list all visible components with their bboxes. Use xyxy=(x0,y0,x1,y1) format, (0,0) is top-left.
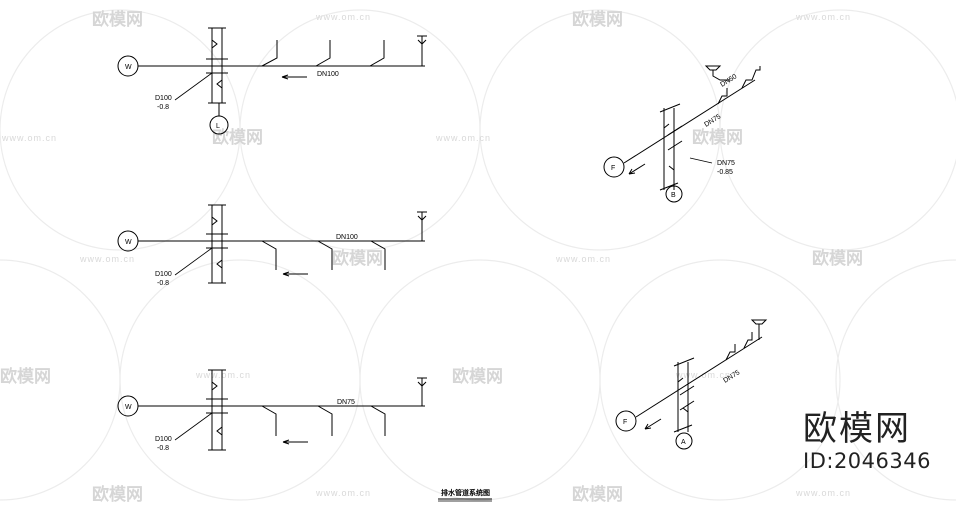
watermark-url: www.om.cn xyxy=(555,254,611,264)
watermark-brand: 欧模网 xyxy=(332,248,383,269)
wall-break-symbol xyxy=(673,357,695,433)
floor-drain-icon xyxy=(750,319,768,340)
outlet-label: W xyxy=(125,64,132,71)
dim-leader xyxy=(174,72,213,101)
watermark-url: www.om.cn xyxy=(315,12,371,22)
watermark-url: www.om.cn xyxy=(315,488,371,498)
pipe-size-label: D100 xyxy=(155,436,172,443)
main-pipe xyxy=(623,79,756,164)
elevation-label: -0.8 xyxy=(157,445,169,452)
watermark-brand: 欧模网 xyxy=(212,127,263,148)
branch-pipe xyxy=(317,405,333,436)
flow-arrow-icon xyxy=(628,163,646,175)
watermark-url: www.om.cn xyxy=(435,133,491,143)
flow-arrow-icon xyxy=(281,74,307,80)
outlet-label: W xyxy=(125,239,132,246)
wall-break-symbol xyxy=(208,204,226,284)
drain-diagram-5: F A DN75 xyxy=(615,319,768,450)
brand-mark: 欧模网 ID:2046346 xyxy=(803,410,943,474)
branch-pipe xyxy=(261,405,277,436)
watermarks: 欧模网 www.om.cn 欧模网 www.om.cn www.om.cn 欧模… xyxy=(0,9,863,505)
outlet-label: W xyxy=(125,404,132,411)
outlet-label: F xyxy=(611,165,615,172)
pipe-size-label: D100 xyxy=(155,271,172,278)
watermark-brand: 欧模网 xyxy=(572,484,623,505)
dim-leader xyxy=(174,247,213,276)
vent-cap-icon xyxy=(417,211,427,241)
flow-arrow-icon xyxy=(282,439,308,445)
watermark-url: www.om.cn xyxy=(79,254,135,264)
branch-pipe xyxy=(261,240,277,270)
branch-pipe xyxy=(743,332,753,349)
branch-pipe xyxy=(717,88,728,105)
section-marker-label: L xyxy=(216,123,220,130)
branch-pipe xyxy=(317,240,333,270)
branch-pipe xyxy=(741,66,761,89)
vent-cap-icon xyxy=(417,377,427,406)
pipe-size-label: DN75 xyxy=(337,399,355,406)
watermark-brand: 欧模网 xyxy=(92,9,143,30)
drain-diagram-1: W D100 -0.8 L DN100 xyxy=(117,27,427,135)
section-marker-a xyxy=(675,432,693,450)
main-pipe xyxy=(635,336,763,418)
branch-pipe xyxy=(315,40,331,67)
watermark-brand: 欧模网 xyxy=(572,9,623,30)
dim-leader xyxy=(689,157,713,164)
section-marker-b xyxy=(665,185,683,203)
elevation-label: -0.85 xyxy=(717,169,733,176)
floor-drain-icon xyxy=(704,65,730,81)
outlet-symbol-f xyxy=(603,156,625,178)
elevation-label: -0.8 xyxy=(157,104,169,111)
pipe-size-label: DN75 xyxy=(717,160,735,167)
watermark-brand: 欧模网 xyxy=(452,366,503,387)
watermark-url: www.om.cn xyxy=(1,133,57,143)
pipe-size-label: DN100 xyxy=(336,234,358,241)
branch-pipe xyxy=(725,344,736,361)
flow-arrow-icon xyxy=(644,418,662,430)
watermark-circles xyxy=(0,9,956,501)
drawing-caption: 排水管道系统图 xyxy=(441,488,490,497)
branch-pipe xyxy=(370,240,386,270)
watermark-url: www.om.cn xyxy=(795,488,851,498)
watermark-url: www.om.cn xyxy=(195,370,251,380)
section-marker-label: A xyxy=(681,439,686,446)
drain-diagram-2: W D100 -0.8 DN100 xyxy=(117,204,427,287)
watermark-url: www.om.cn xyxy=(795,12,851,22)
brand-logo-text: 欧模网 xyxy=(803,409,911,449)
brand-id-text: ID:2046346 xyxy=(803,449,931,473)
pipe-size-label: DN100 xyxy=(317,71,339,78)
watermark-brand: 欧模网 xyxy=(92,484,143,505)
flow-arrow-icon xyxy=(282,271,308,277)
wall-break-symbol xyxy=(659,103,681,191)
wall-break-symbol xyxy=(208,27,226,104)
pipe-size-label: D100 xyxy=(155,95,172,102)
dim-leader xyxy=(174,412,213,441)
drain-diagram-3: W D100 -0.8 DN75 xyxy=(117,369,427,452)
wall-break-symbol xyxy=(208,369,226,451)
section-marker-label: B xyxy=(671,192,676,199)
branch-pipe xyxy=(261,40,278,67)
watermark-brand: 欧模网 xyxy=(0,366,51,387)
watermark-brand: 欧模网 xyxy=(812,248,863,269)
vent-cap-icon xyxy=(417,35,427,66)
watermark-brand: 欧模网 xyxy=(692,127,743,148)
branch-pipe xyxy=(370,405,386,436)
branch-pipe xyxy=(369,40,385,67)
outlet-label: F xyxy=(623,419,627,426)
outlet-symbol-f xyxy=(615,410,637,432)
elevation-label: -0.8 xyxy=(157,280,169,287)
